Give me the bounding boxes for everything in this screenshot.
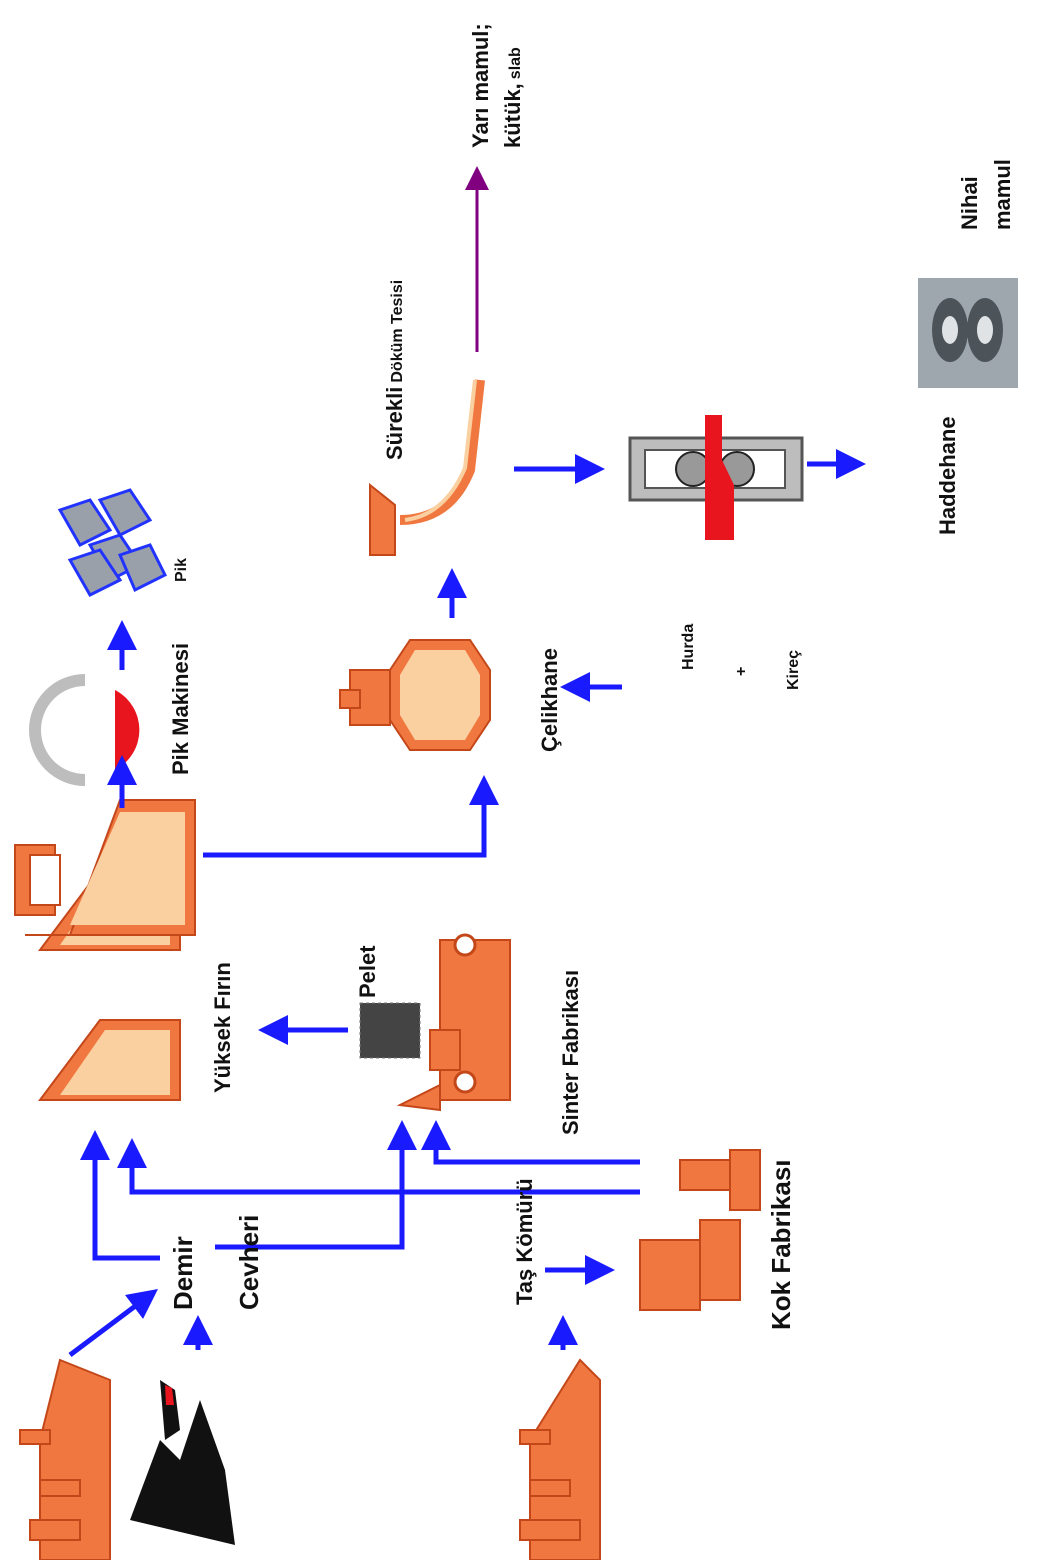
label-kok-fabrikasi: Kok Fabrikası: [766, 1159, 796, 1330]
arrow-coke-to-furnace: [132, 1148, 640, 1192]
label-plus: +: [733, 667, 750, 676]
coal-ship-icon: [520, 1360, 600, 1560]
label-hurda: Hurda: [680, 624, 697, 670]
pig-iron-ingots-icon: [60, 490, 165, 595]
label-tas-komuru: Taş Kömürü: [512, 1178, 537, 1305]
label-kutuk-slab: kütük, slab: [500, 47, 525, 148]
coke-plant-icon: [640, 1150, 760, 1310]
label-yari-mamul: Yarı mamul;: [468, 23, 493, 148]
label-surekli: Sürekli: [382, 387, 407, 460]
label-kutuk: kütük,: [500, 83, 525, 148]
label-pik: Pik: [173, 558, 190, 582]
arrow-furnace-to-celikhane: [203, 785, 484, 855]
ore-pile-icon: [130, 1380, 235, 1545]
label-dokum-tesisi: Döküm Tesisi: [389, 280, 406, 383]
label-slab: slab: [507, 47, 524, 79]
label-nihai: Nihai: [957, 176, 982, 230]
label-pik-makinesi: Pik Makinesi: [168, 643, 193, 775]
labels: Demir Cevheri Taş Kömürü Kok Fabrikası S…: [168, 23, 1015, 1330]
label-cevheri: Cevheri: [234, 1215, 264, 1310]
label-demir: Demir: [168, 1236, 198, 1310]
final-product-coils-icon: [918, 278, 1018, 388]
label-haddehane: Haddehane: [935, 416, 960, 535]
label-surekli-dokum: Sürekli Döküm Tesisi: [382, 280, 407, 460]
blast-furnace-icon: [15, 800, 195, 1100]
arrow-ore-to-demir: [70, 1295, 150, 1355]
pellet-pile-icon: [360, 1003, 420, 1058]
label-yuksek-firin: Yüksek Fırın: [210, 962, 235, 1093]
steel-converter-icon: [340, 640, 490, 750]
arrow-demir-to-furnace: [95, 1140, 160, 1258]
label-celikhane: Çelikhane: [537, 648, 562, 752]
ore-ship-icon: [20, 1360, 110, 1560]
label-mamul: mamul: [990, 159, 1015, 230]
label-pelet: Pelet: [355, 945, 380, 998]
label-kirec: Kireç: [785, 650, 802, 690]
label-sinter-fabrikasi: Sinter Fabrikası: [558, 970, 583, 1135]
arrow-coke-to-sinter: [436, 1130, 640, 1162]
rolling-mill-icon: [630, 415, 802, 540]
